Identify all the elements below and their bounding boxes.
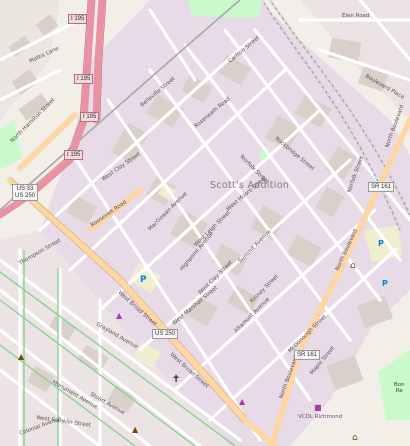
park-southeast — [378, 350, 410, 420]
pocket-park — [260, 150, 270, 160]
shield-i195-c: I 195 — [80, 112, 100, 123]
shield-us250-b: US 250 — [152, 329, 179, 340]
park-west — [0, 120, 22, 170]
primary-roads — [7, 112, 410, 446]
parking-icon[interactable]: P — [140, 275, 147, 285]
street-label-elen-road: Elen Road — [342, 13, 370, 19]
shield-i195-d: I 195 — [64, 150, 84, 161]
shop-icon[interactable]: ▲ — [239, 397, 246, 406]
park-north — [188, 0, 262, 18]
monument-icon[interactable]: ▲ — [132, 425, 139, 434]
shop-icon[interactable]: ▲ — [116, 311, 123, 320]
neighborhood-label: Scott's Addition — [210, 180, 290, 191]
shield-i195-a: I 195 — [68, 14, 88, 25]
shield-sr161-b: SR 161 — [294, 350, 321, 361]
tram-lines — [0, 250, 236, 446]
poi-partial-label: Bon Re — [394, 382, 405, 395]
primary-road-casing — [9, 176, 248, 424]
shield-sr161-a: SR 161 — [368, 182, 395, 193]
shop-icon[interactable]: ■ — [314, 403, 322, 412]
shield-us250-label: US 250 — [15, 192, 36, 199]
poi-vcdl-richmond: VCDL Richmond — [298, 414, 343, 420]
museum-icon[interactable]: ⌂ — [350, 261, 356, 271]
church-icon[interactable]: ✝ — [172, 374, 181, 385]
parking-icon[interactable]: P — [382, 279, 388, 288]
monument-icon[interactable]: ▲ — [18, 352, 25, 361]
shield-i195-b: I 195 — [74, 74, 94, 85]
shield-us33-label: US 33 — [16, 186, 34, 192]
parking-icon[interactable]: P — [378, 239, 384, 248]
museum-icon[interactable]: ⌂ — [352, 433, 358, 443]
